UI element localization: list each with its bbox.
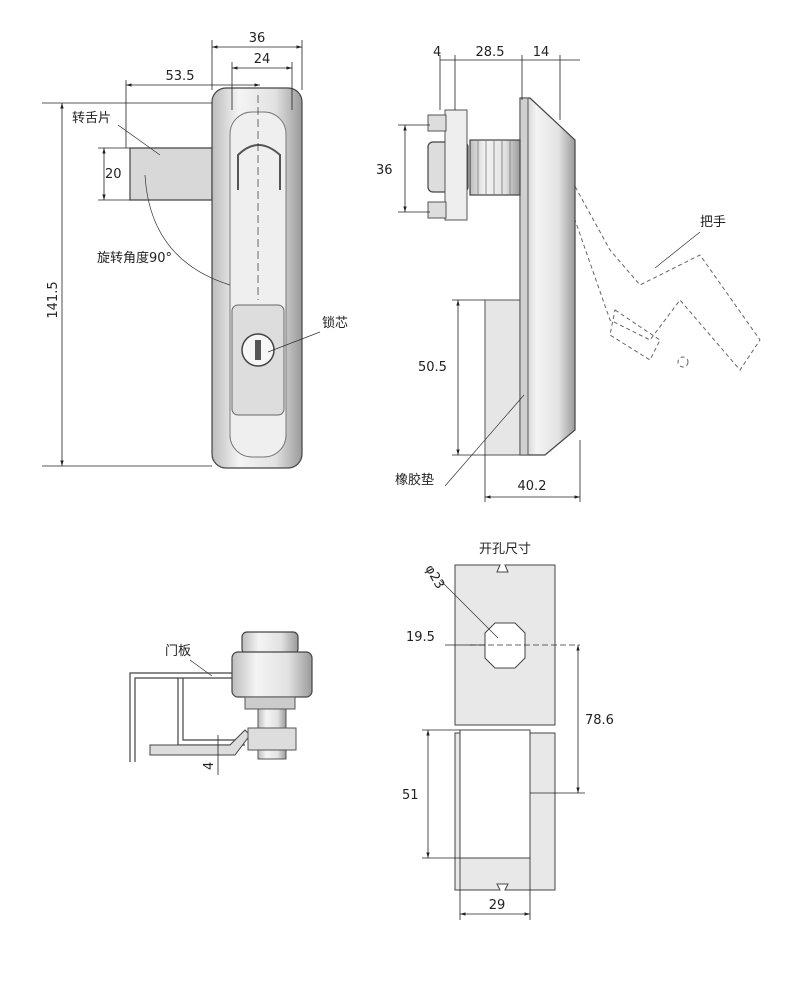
- cylinder-thread: [477, 140, 511, 195]
- lock-head: [241, 631, 299, 655]
- lock-bezel: [231, 651, 313, 698]
- label-lock-core: 锁芯: [322, 315, 348, 331]
- label-gasket: 橡胶垫: [395, 472, 434, 488]
- rotation-arc: [144, 174, 231, 286]
- mount-view: 门板 4: [129, 631, 313, 775]
- dim-slot-width: 29: [489, 898, 506, 913]
- dim-bolt-spacing: 36: [376, 163, 393, 178]
- dim-b: 28.5: [476, 45, 505, 60]
- dim-slot-height: 51: [402, 788, 419, 803]
- handle-ghost: [554, 149, 761, 371]
- label-tongue: 转舌片: [72, 111, 111, 126]
- gasket: [484, 299, 526, 456]
- dim-width-inner: 24: [254, 52, 271, 67]
- hole-cutout: [484, 622, 526, 669]
- dim-width-total: 36: [249, 31, 266, 46]
- dim-c: 14: [533, 45, 550, 60]
- bolt-bottom: [427, 201, 447, 219]
- front-view: 36 24 53.5 转舌片 20 旋转角度90° 141.5 锁芯: [42, 31, 348, 469]
- dim-tongue-height: 20: [105, 167, 122, 182]
- dim-gasket-height: 50.5: [418, 360, 447, 375]
- tongue-plate: [129, 147, 213, 201]
- door-panel: [129, 672, 238, 762]
- bolt-top: [427, 114, 447, 132]
- keyhole: [255, 340, 261, 360]
- dim-hole-diameter: φ23: [422, 563, 448, 592]
- cutout-view: 开孔尺寸 φ23 19.5 78.6 51 29: [402, 542, 614, 920]
- dim-thickness: 4: [202, 762, 217, 770]
- dim-height-total: 141.5: [46, 281, 61, 318]
- slot-cutout: [459, 729, 531, 859]
- side-view: 4 28.5 14 36 把手 50.5 橡胶垫 40.2: [376, 45, 761, 502]
- handle-grip: [237, 144, 281, 190]
- cutout-title: 开孔尺寸: [479, 542, 531, 557]
- dim-a: 4: [433, 45, 441, 60]
- tongue: [149, 729, 251, 756]
- dim-hole-flat: 19.5: [406, 630, 435, 645]
- label-rotation: 旋转角度90°: [97, 250, 172, 266]
- cylinder: [469, 139, 521, 196]
- label-door-panel: 门板: [165, 644, 191, 659]
- dim-depth: 40.2: [518, 479, 547, 494]
- label-handle: 把手: [700, 215, 726, 230]
- dim-spacing: 78.6: [585, 713, 614, 728]
- dim-tongue-offset: 53.5: [166, 69, 195, 84]
